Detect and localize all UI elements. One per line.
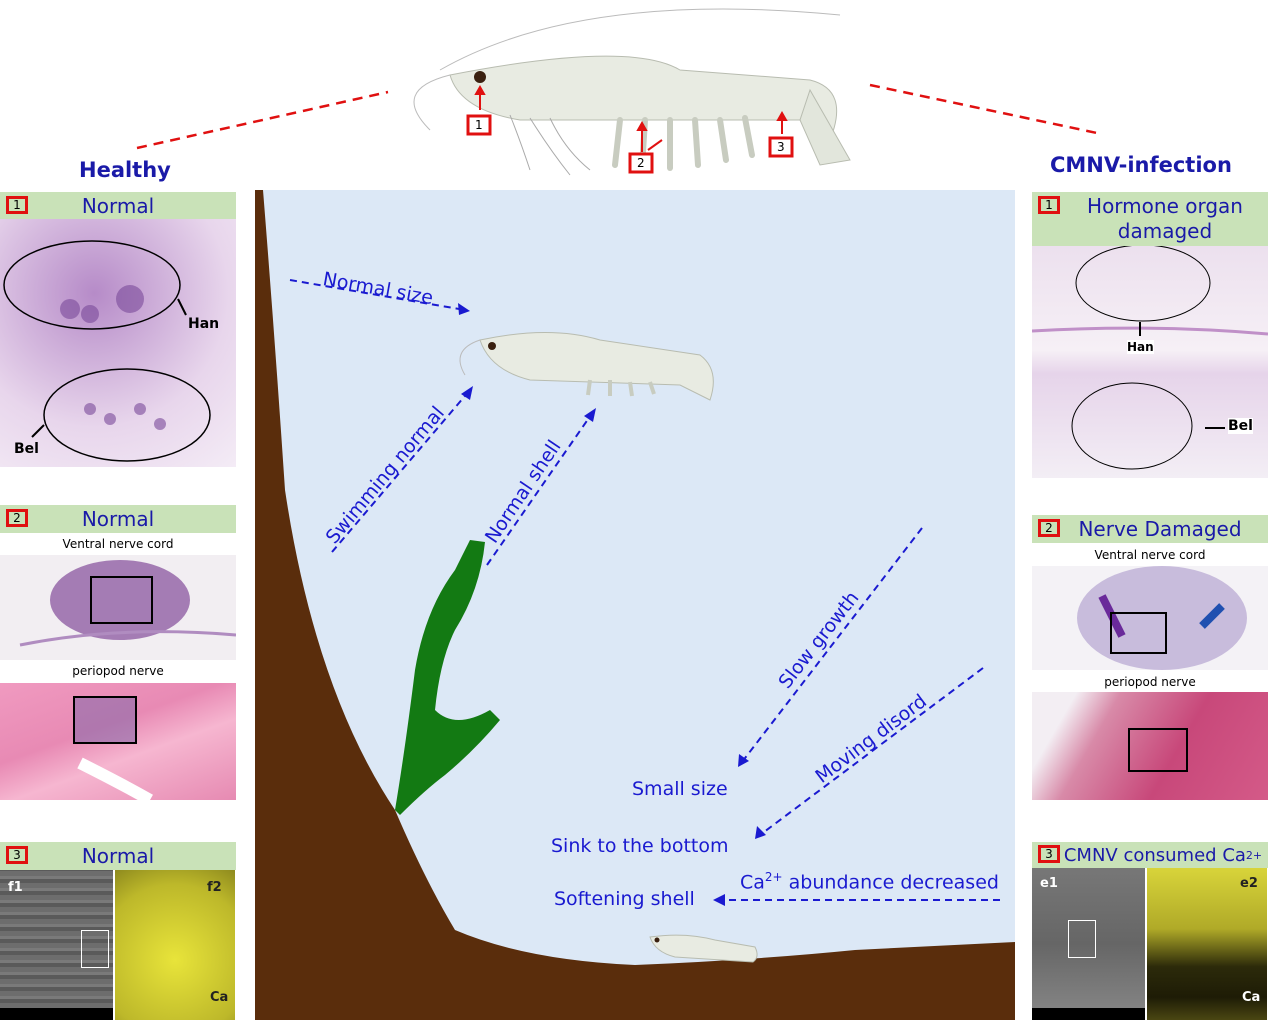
label-bel: Bel xyxy=(1228,418,1253,434)
label-han: Han xyxy=(188,316,220,332)
ca-sup: 2+ xyxy=(764,870,783,884)
badge-1: 1 xyxy=(1038,196,1060,214)
label-e1: e1 xyxy=(1040,876,1058,891)
shrimp-mid xyxy=(459,332,714,401)
header-text: Normal xyxy=(81,507,155,531)
dashed-connector-lines xyxy=(136,83,1098,150)
healthy-histology-hormone: Han Bel xyxy=(0,219,236,467)
header-text: Nerve Damaged xyxy=(1078,517,1242,541)
label-han: Han xyxy=(1127,340,1154,354)
label-ca-decreased: Ca2+ abundance decreased xyxy=(740,870,999,893)
badge-2: 2 xyxy=(1038,519,1060,537)
shrimp-illustration-top xyxy=(413,8,851,176)
healthy-panel1-header: 1 Normal xyxy=(0,192,236,219)
arrows xyxy=(289,279,1000,901)
badge-3: 3 xyxy=(6,846,28,864)
marker-1: 1 xyxy=(475,118,483,132)
label-bel: Bel xyxy=(14,441,39,457)
badge-3: 3 xyxy=(1038,845,1060,863)
header-line1: Hormone organ xyxy=(1087,194,1243,218)
infected-title: CMNV-infection xyxy=(1050,153,1232,177)
label-e2: e2 xyxy=(1240,876,1258,891)
header-text: Normal xyxy=(81,844,155,868)
caption-ventral-nerve-cord: Ventral nerve cord xyxy=(1094,548,1206,562)
header-sup: 2+ xyxy=(1245,848,1263,862)
shrimp-bottom xyxy=(649,934,758,963)
infected-panel1-header: 1 Hormone organ damaged xyxy=(1032,192,1268,246)
caption-periopod-nerve: periopod nerve xyxy=(72,664,164,678)
infected-histology-hormone: Han Bel xyxy=(1032,246,1268,478)
marker-2: 2 xyxy=(637,156,645,170)
caption-ventral-nerve-cord: Ventral nerve cord xyxy=(62,537,174,551)
label-sink-to-bottom: Sink to the bottom xyxy=(551,835,729,857)
soil xyxy=(255,190,1015,1020)
ca-suffix: abundance decreased xyxy=(782,871,999,894)
healthy-panel3-header: 3 Normal xyxy=(0,842,236,870)
label-small-size: Small size xyxy=(632,778,728,800)
ca-map-f2 xyxy=(115,870,235,1020)
ca-map-e2 xyxy=(1147,868,1267,1020)
ca-prefix: Ca xyxy=(740,871,765,894)
healthy-panel2-header: 2 Normal xyxy=(0,505,236,533)
sem-image-e1 xyxy=(1032,868,1145,1020)
header-text: CMNV consumed Ca xyxy=(1063,844,1246,866)
healthy-histology-nerve-cord xyxy=(0,555,236,660)
header-line2: damaged xyxy=(1117,219,1213,243)
badge-1: 1 xyxy=(6,196,28,214)
healthy-histology-periopod xyxy=(0,683,236,800)
label-ca: Ca xyxy=(1242,990,1261,1005)
seaweed xyxy=(395,540,500,815)
header-text: Normal xyxy=(81,193,155,218)
label-softening-shell: Softening shell xyxy=(554,888,695,910)
pond-scene xyxy=(255,190,1015,1020)
healthy-title: Healthy xyxy=(79,158,171,182)
badge-2: 2 xyxy=(6,509,28,527)
infected-histology-nerve-cord xyxy=(1032,566,1268,670)
label-ca: Ca xyxy=(210,990,229,1005)
label-f2: f2 xyxy=(207,880,222,895)
caption-periopod-nerve: periopod nerve xyxy=(1104,675,1196,689)
infected-panel2-header: 2 Nerve Damaged xyxy=(1032,515,1268,543)
label-f1: f1 xyxy=(8,880,23,895)
infected-histology-periopod xyxy=(1032,692,1268,800)
sem-image-f1 xyxy=(0,870,113,1020)
marker-3: 3 xyxy=(777,140,785,154)
